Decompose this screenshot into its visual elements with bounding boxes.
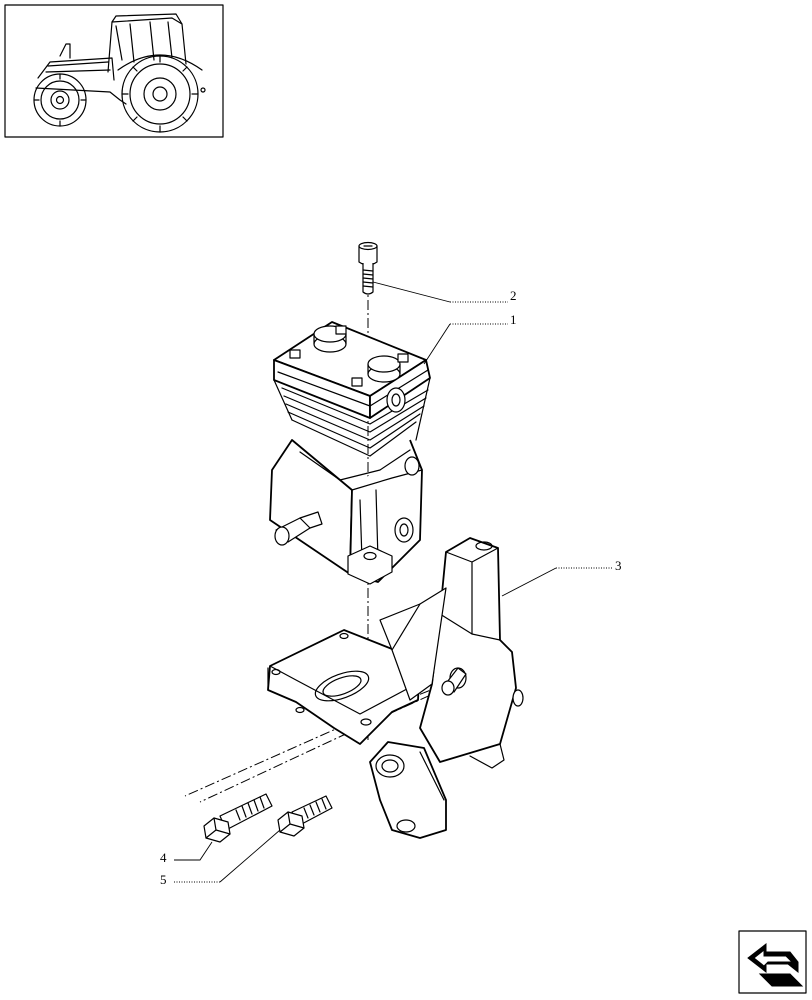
callout-4: 4 (160, 850, 167, 865)
part-1-air-compressor[interactable] (269, 321, 431, 585)
callout-5: 5 (160, 872, 167, 887)
part-3-mounting-bracket[interactable] (267, 537, 524, 839)
callout-3: 3 (615, 558, 622, 573)
callout-labels: 2 1 3 4 5 (160, 288, 622, 887)
callout-leaders (174, 281, 612, 883)
callout-2: 2 (510, 288, 517, 303)
part-5-hex-bolt[interactable] (277, 795, 333, 837)
part-2-cap-screw[interactable] (358, 241, 378, 295)
page-arrow-icon[interactable] (738, 930, 807, 994)
tractor-thumbnail-icon[interactable] (4, 4, 224, 138)
callout-1: 1 (510, 312, 517, 327)
part-4-hex-bolt[interactable] (203, 793, 273, 843)
